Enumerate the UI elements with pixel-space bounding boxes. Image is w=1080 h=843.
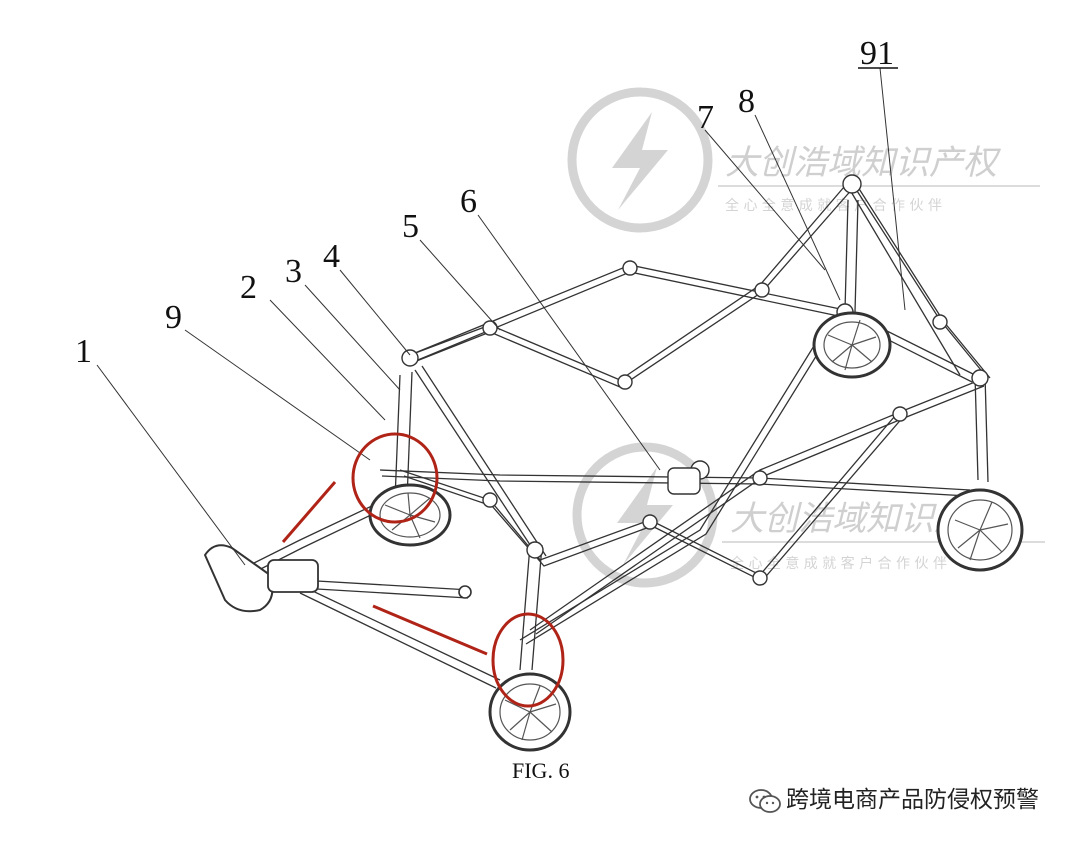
ref-numeral-6: 6: [460, 183, 477, 220]
ref-numeral-91: 91: [860, 35, 894, 72]
ref-numeral-9: 9: [165, 299, 182, 336]
leader-lines: [96, 67, 906, 566]
watermark-logo-bottom: [572, 442, 718, 588]
wechat-icon: [749, 788, 781, 813]
ref-numeral-2: 2: [240, 269, 257, 306]
figure-caption: FIG. 6: [512, 758, 570, 783]
wheel-rear-right: [936, 488, 1024, 572]
ref-numeral-4: 4: [323, 238, 340, 275]
ref-numeral-1: 1: [75, 333, 92, 370]
watermark-logo-top: [567, 87, 713, 233]
watermark-slogan-top: 全 心 全 意 成 就 客 户 合 作 伙 伴: [725, 197, 942, 214]
watermark-name-top: 大创浩域知识产权: [725, 143, 1002, 183]
handle-grip: [203, 544, 472, 613]
highlight-line-upper: [281, 481, 337, 543]
watermark-slogan-bottom: 全 心 全 意 成 就 客 户 合 作 伙 伴: [730, 555, 947, 572]
highlight-circle-left: [351, 432, 439, 524]
footer-account-name: 跨境电商产品防侵权预警: [786, 787, 1039, 813]
highlight-line-lower: [372, 604, 488, 656]
frame-tubes: [239, 179, 991, 689]
ref-numeral-7: 7: [697, 99, 714, 136]
highlight-annotations: [281, 432, 565, 708]
ref-numeral-3: 3: [285, 253, 302, 290]
ref-numeral-8: 8: [738, 83, 755, 120]
highlight-circle-right: [491, 612, 565, 708]
wheel-front-right: [488, 672, 572, 752]
ref-numeral-5: 5: [402, 208, 419, 245]
wheel-rear-left: [812, 311, 892, 379]
footer-attribution: 跨境电商产品防侵权预警: [748, 780, 1039, 814]
wheel-front-left: [368, 483, 452, 547]
